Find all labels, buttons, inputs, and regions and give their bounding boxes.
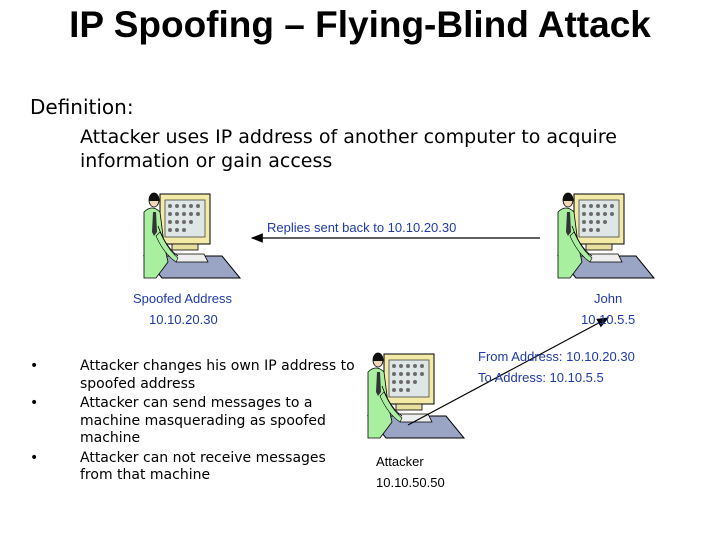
spoofed-name: Spoofed Address xyxy=(133,291,233,306)
attacker-name: Attacker xyxy=(376,454,424,469)
slide-title: IP Spoofing – Flying-Blind Attack xyxy=(69,4,651,45)
bullet-dot: • xyxy=(30,395,39,411)
list-item: • Attacker can send messages to a machin… xyxy=(30,395,360,448)
list-item: • Attacker changes his own IP address to… xyxy=(30,358,360,393)
bullet-dot: • xyxy=(30,449,39,466)
bullet-dot: • xyxy=(30,358,39,374)
attacker-ip: 10.10.50.50 xyxy=(376,475,445,490)
spoofed-computer-icon xyxy=(143,192,241,279)
bullet-text: Attacker changes his own IP address to s… xyxy=(80,358,355,392)
list-item: • Attacker can not receive messages from… xyxy=(30,450,360,485)
john-name: John xyxy=(594,291,623,306)
bullet-text: Attacker can not receive messages from t… xyxy=(80,449,326,484)
spoofed-ip: 10.10.20.30 xyxy=(149,312,218,327)
john-computer-icon xyxy=(557,192,655,279)
definition-text: Attacker uses IP address of another comp… xyxy=(80,126,617,172)
attacker-computer-icon xyxy=(367,352,465,439)
definition-label: Definition: xyxy=(30,95,134,119)
bullet-text: Attacker can send messages to a machine … xyxy=(80,395,326,446)
from-address-label: From Address: 10.10.20.30 xyxy=(478,349,635,364)
to-address-label: To Address: 10.10.5.5 xyxy=(478,370,604,385)
bullet-list: • Attacker changes his own IP address to… xyxy=(30,358,360,487)
replies-label: Replies sent back to 10.10.20.30 xyxy=(267,220,457,235)
john-ip: 10.10.5.5 xyxy=(581,312,636,327)
spoofed-message-arrow xyxy=(407,317,610,426)
